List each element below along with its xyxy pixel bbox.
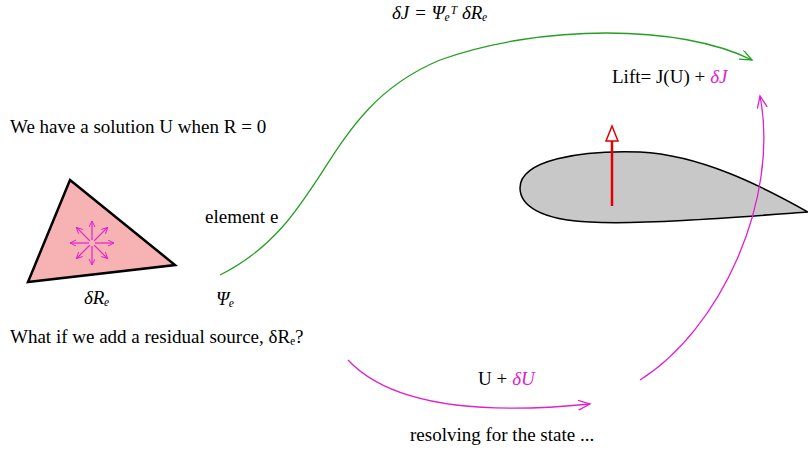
element-triangle bbox=[28, 180, 175, 282]
update-curve bbox=[640, 96, 764, 380]
residual-arrow bbox=[94, 245, 107, 258]
state-sum: U + bbox=[478, 368, 507, 390]
lift-increment: δJ bbox=[710, 66, 727, 88]
state-increment: δU bbox=[512, 368, 535, 390]
state-note: We have a solution U when R = 0 bbox=[10, 116, 266, 138]
adjoint-curve bbox=[220, 33, 752, 275]
lift-formula: Lift= J(U) + bbox=[612, 66, 705, 88]
residual-arrow bbox=[95, 242, 114, 243]
residual-arrow bbox=[91, 221, 92, 240]
residual-arrow bbox=[70, 242, 89, 243]
airfoil bbox=[520, 152, 808, 223]
resolve-curve bbox=[348, 360, 590, 408]
element-label: element e bbox=[205, 206, 278, 228]
residual-arrow bbox=[91, 246, 92, 265]
residual-arrow bbox=[94, 227, 107, 240]
adjoint-symbol: Ψₑ bbox=[216, 288, 234, 310]
residual-star bbox=[70, 221, 114, 265]
adjoint-formula: δJ = Ψₑᵀ δRₑ bbox=[392, 2, 487, 24]
residual-arrow bbox=[76, 245, 89, 258]
question-note: What if we add a residual source, δRₑ? bbox=[10, 326, 303, 348]
lift-arrowhead bbox=[606, 126, 618, 141]
resolve-note: resolving for the state ... bbox=[410, 424, 594, 446]
lift-arrow bbox=[611, 140, 614, 206]
residual-arrow bbox=[76, 227, 89, 240]
residual-source: δRₑ bbox=[84, 287, 109, 309]
